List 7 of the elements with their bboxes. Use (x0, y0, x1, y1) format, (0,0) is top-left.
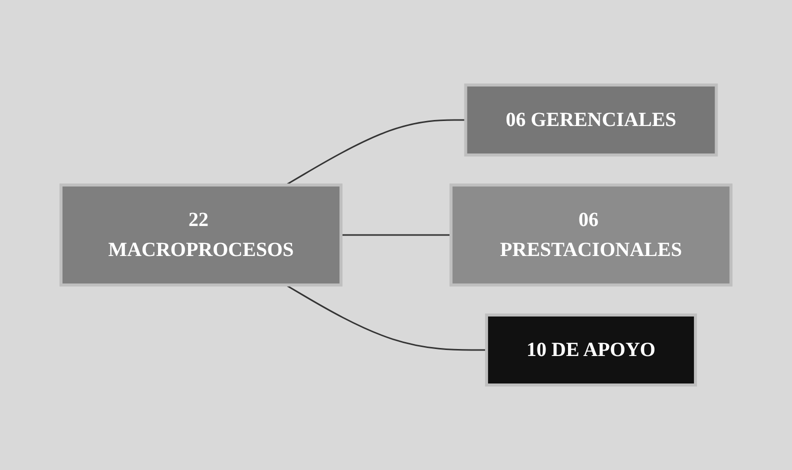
node-box: 10 DE APOYO (485, 314, 697, 386)
node-box: 22 MACROPROCESOS (60, 184, 342, 286)
node-box: 06 PRESTACIONALES (450, 184, 732, 286)
connector (285, 284, 487, 351)
connector (341, 234, 451, 236)
node-box: 06 GERENCIALES (464, 84, 718, 156)
connector (285, 119, 466, 186)
